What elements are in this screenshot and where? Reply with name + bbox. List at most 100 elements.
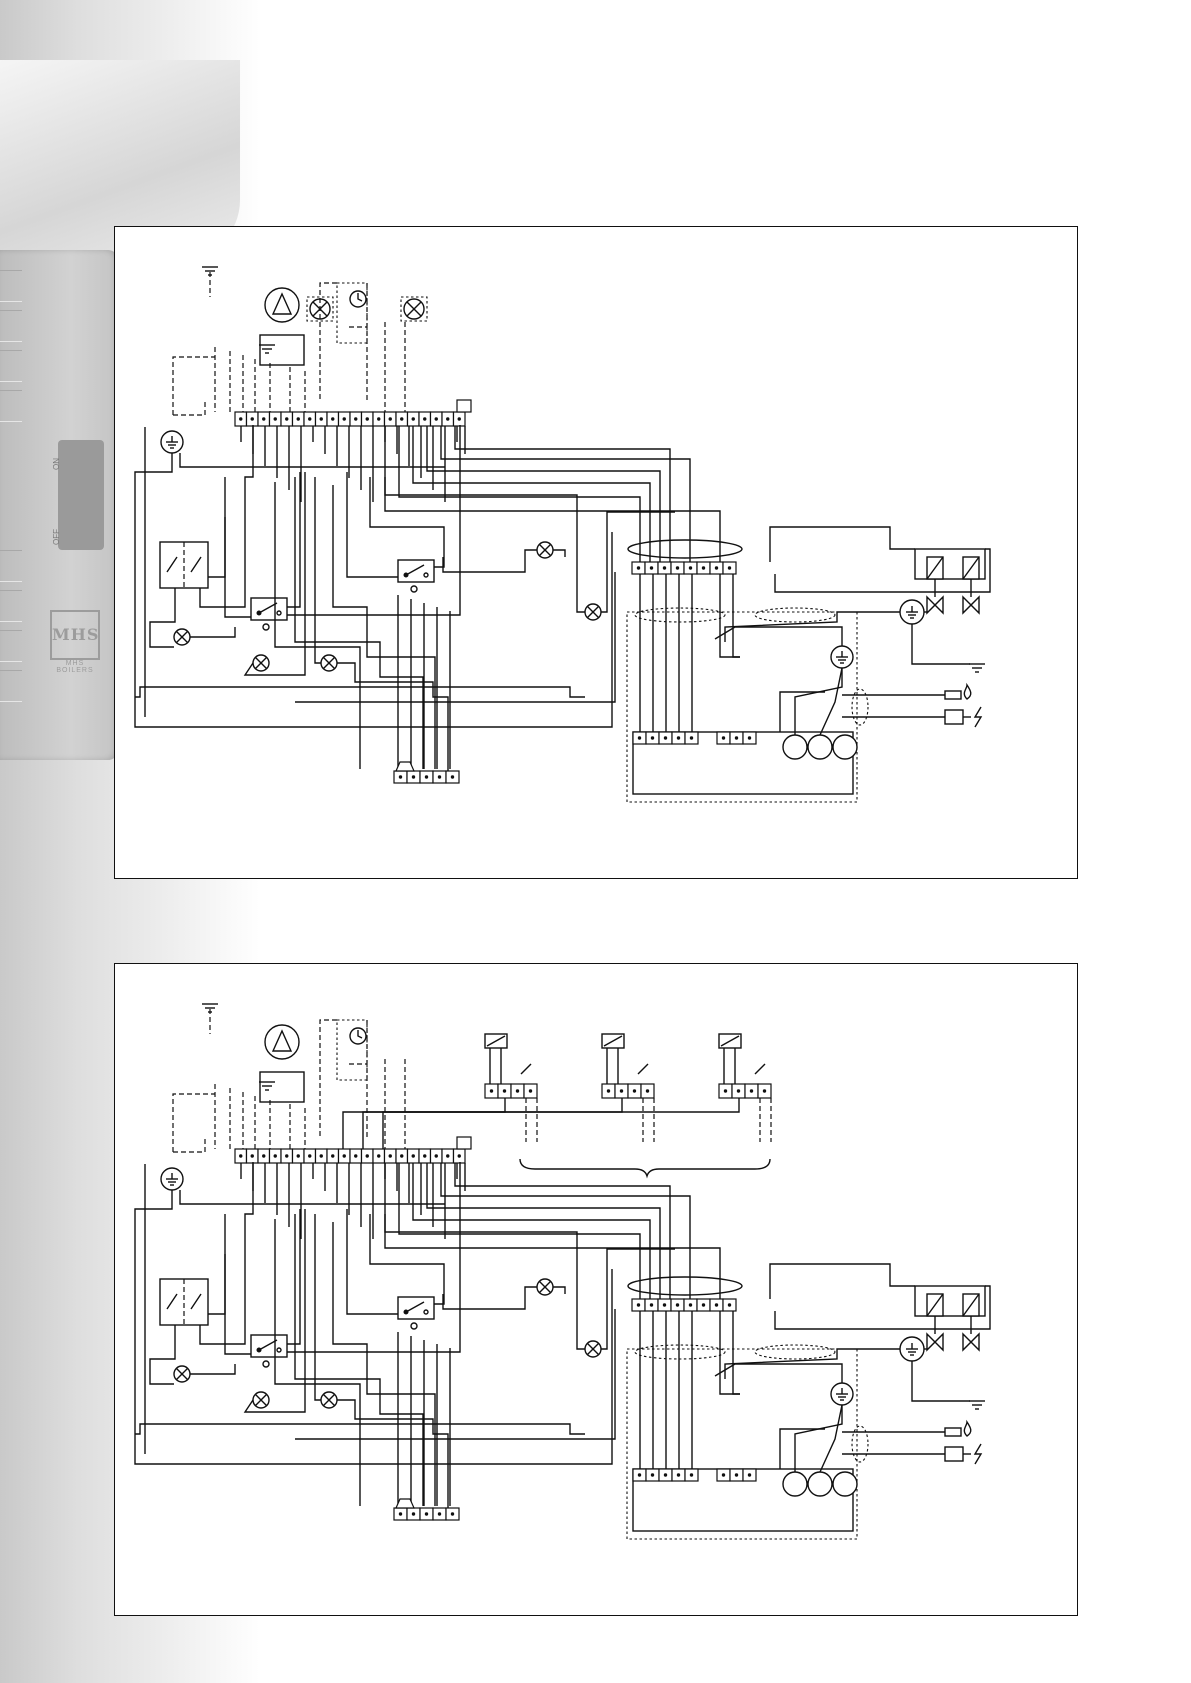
earth-symbol xyxy=(161,431,183,453)
wire xyxy=(443,1287,537,1309)
wire xyxy=(399,1163,640,1299)
vent-slot xyxy=(0,390,22,422)
wire xyxy=(343,1098,505,1149)
wire xyxy=(912,1361,970,1401)
board-fuse-icon xyxy=(833,735,857,759)
wire xyxy=(180,453,445,467)
wire xyxy=(715,1364,842,1383)
wire xyxy=(383,1098,739,1149)
vent-slot xyxy=(0,350,22,382)
relay-terminal xyxy=(404,1310,408,1314)
main-terminal-strip xyxy=(235,1149,465,1163)
earth-symbol xyxy=(969,1401,985,1409)
valve-body-icon xyxy=(963,1334,979,1350)
wire xyxy=(775,549,990,592)
zone-terminal-strip xyxy=(485,1084,537,1098)
harness-connector-strip xyxy=(632,562,736,574)
switch-off-label: OFF xyxy=(52,529,61,545)
flame-sensor-icon xyxy=(945,691,961,699)
wire xyxy=(295,572,615,702)
wire xyxy=(337,663,448,772)
wire xyxy=(455,1163,670,1299)
zone-terminal-strip xyxy=(602,1084,654,1098)
switch-on-label: ON xyxy=(52,458,61,470)
flame-sensor-icon xyxy=(945,1428,961,1436)
wire xyxy=(413,1163,650,1299)
wire xyxy=(720,574,740,657)
flame-sensor-icon xyxy=(964,685,970,699)
cable-sheath-icon xyxy=(635,1345,725,1359)
wire xyxy=(770,527,915,562)
wire xyxy=(150,1325,175,1384)
zone-brace xyxy=(520,1159,770,1176)
cable-sheath-icon xyxy=(635,608,725,622)
indicator-lamp-icon xyxy=(321,1392,337,1408)
relay-terminal xyxy=(277,611,281,615)
cable-sheath-icon xyxy=(628,540,742,558)
indicator-lamp-icon xyxy=(585,604,601,620)
wire xyxy=(173,1139,205,1152)
relay-terminal xyxy=(257,611,261,615)
relay-coil-terminal xyxy=(263,624,269,630)
zone-terminal-strip xyxy=(719,1084,771,1098)
wire xyxy=(733,1311,740,1394)
wire xyxy=(295,1309,615,1439)
main-terminal-strip xyxy=(235,412,465,426)
bottom-connector-strip xyxy=(394,771,459,783)
terminal-cap xyxy=(457,1137,471,1149)
wire xyxy=(208,517,225,577)
main-switch xyxy=(58,440,104,550)
board-terminal-strip xyxy=(717,1469,756,1481)
board-terminal-strip xyxy=(633,732,698,744)
ignition-spark-icon xyxy=(975,1444,981,1464)
brand-logo: MHS xyxy=(50,610,100,660)
relay-icon xyxy=(251,1335,287,1357)
vent-slot xyxy=(0,550,22,582)
wire xyxy=(455,426,670,562)
earth-symbol xyxy=(969,664,985,672)
wire xyxy=(413,426,650,562)
wire xyxy=(295,477,423,769)
wire xyxy=(295,1214,423,1506)
bottom-connector-strip xyxy=(394,1508,459,1520)
valve-body-icon xyxy=(927,597,943,613)
relay-terminal xyxy=(277,1348,281,1352)
earth-symbol xyxy=(161,1168,183,1190)
wire xyxy=(173,357,215,415)
earth-symbol xyxy=(831,646,853,668)
wire xyxy=(225,1214,251,1354)
wire xyxy=(337,1400,448,1509)
wire xyxy=(820,1405,842,1472)
wire xyxy=(780,1429,825,1469)
wire xyxy=(780,692,825,732)
indicator-lamp-icon xyxy=(537,542,553,558)
zone-switch-contact xyxy=(755,1064,765,1074)
wire xyxy=(443,550,537,572)
relay-coil-terminal xyxy=(411,586,417,592)
indicator-lamp-icon xyxy=(174,1366,190,1382)
board-fuse-icon xyxy=(808,1472,832,1496)
brand-logo-text: MHS BOILERS xyxy=(50,660,100,674)
wire xyxy=(553,1287,565,1294)
wire xyxy=(173,402,205,415)
relay-terminal xyxy=(424,1310,428,1314)
wire xyxy=(173,1094,215,1152)
wiring-diagram-zone-valves-svg xyxy=(115,964,1079,1617)
relay-icon xyxy=(398,560,434,582)
indicator-lamp-icon xyxy=(537,1279,553,1295)
vent-slot xyxy=(0,630,22,662)
relay-terminal xyxy=(404,573,408,577)
board-fuse-icon xyxy=(833,1472,857,1496)
wire xyxy=(208,1254,225,1314)
relay-icon xyxy=(398,1297,434,1319)
wire xyxy=(150,588,175,647)
indicator-lamp-icon xyxy=(253,1392,269,1408)
wire xyxy=(287,1209,300,1344)
indicator-lamp-icon xyxy=(174,629,190,645)
cable-sheath-icon xyxy=(755,1345,835,1359)
earth-symbol xyxy=(900,600,924,624)
board-terminal-strip xyxy=(633,1469,698,1481)
vent-slot xyxy=(0,270,22,302)
relay-coil-terminal xyxy=(411,1323,417,1329)
indicator-lamp-icon xyxy=(253,655,269,671)
